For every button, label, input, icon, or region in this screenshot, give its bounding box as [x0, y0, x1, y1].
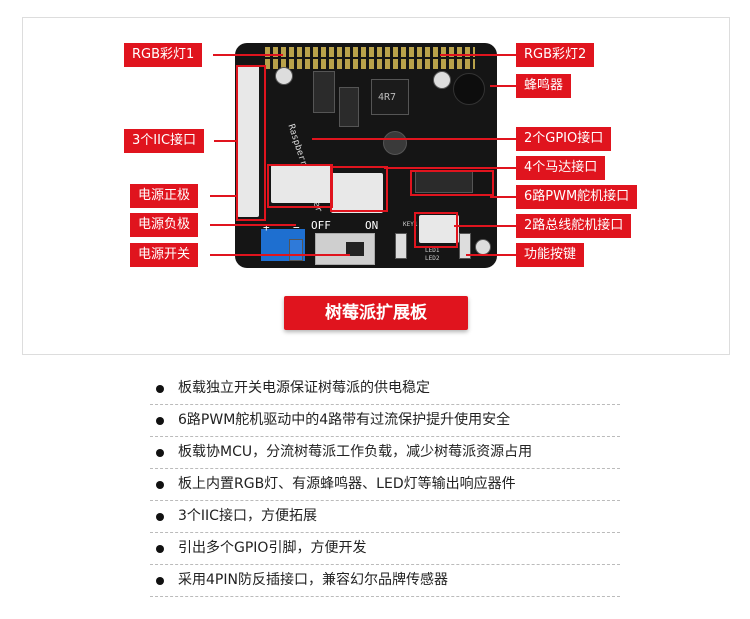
- callout-function-key: 功能按键: [516, 243, 585, 267]
- feature-list: 板载独立开关电源保证树莓派的供电稳定 6路PWM舵机驱动中的4路带有过流保护提升…: [150, 373, 620, 597]
- iic-highlight: [236, 65, 266, 221]
- header-block: [313, 71, 335, 113]
- feature-item: 板上内置RGB灯、有源蜂鸣器、LED灯等输出响应器件: [150, 469, 620, 501]
- motor-ports: [331, 173, 383, 213]
- key1-button: [395, 233, 407, 259]
- callout-pwm-servo: 6路PWM舵机接口: [516, 185, 638, 209]
- feature-text: 板载独立开关电源保证树莓派的供电稳定: [178, 380, 430, 396]
- key1-label: KEY1: [403, 221, 418, 228]
- leader-line-power-pos: [210, 195, 236, 197]
- feature-item: 引出多个GPIO引脚，方便开发: [150, 533, 620, 565]
- bullet-icon: [156, 385, 164, 393]
- bus-servo-ports: [419, 215, 459, 243]
- inductor-label: 4R7: [378, 92, 397, 103]
- callout-rgb2: RGB彩灯2: [516, 43, 595, 67]
- rgb-led-2: [433, 71, 451, 89]
- feature-item: 板载协MCU，分流树莓派工作负载，减少树莓派资源占用: [150, 437, 620, 469]
- plus-mark: +: [263, 221, 270, 234]
- leader-line-iic: [214, 140, 236, 142]
- on-label: ON: [365, 219, 379, 232]
- gpio-header: [265, 47, 475, 57]
- feature-text: 采用4PIN防反插接口，兼容幻尔品牌传感器: [178, 572, 448, 588]
- callout-power-positive: 电源正极: [130, 184, 199, 208]
- leader-line-gpio: [312, 138, 516, 140]
- led1-label: LED1: [425, 247, 440, 254]
- leader-line-bus-servo: [454, 225, 516, 227]
- feature-item: 3个IIC接口，方便拓展: [150, 501, 620, 533]
- rgb-led-1: [275, 67, 293, 85]
- mcu-chip: [339, 87, 359, 127]
- leader-line-buzzer: [490, 85, 516, 87]
- callout-motor: 4个马达接口: [516, 156, 606, 180]
- minus-mark: −: [293, 221, 300, 234]
- inductor: 4R7: [371, 79, 409, 115]
- buzzer: [453, 73, 485, 105]
- callout-power-switch: 电源开关: [130, 243, 199, 267]
- callout-power-negative: 电源负极: [130, 213, 199, 237]
- leader-line-rgb1: [213, 54, 283, 56]
- power-switch: [315, 233, 375, 265]
- pcb-board: 4R7 Raspberry Adapter + − OFF ON LED1 LE…: [235, 43, 497, 268]
- callout-rgb1: RGB彩灯1: [124, 43, 203, 67]
- iic-ports-highlight: [267, 164, 333, 208]
- feature-text: 6路PWM舵机驱动中的4路带有过流保护提升使用安全: [178, 412, 511, 428]
- feature-text: 引出多个GPIO引脚，方便开发: [178, 540, 367, 556]
- feature-item: 6路PWM舵机驱动中的4路带有过流保护提升使用安全: [150, 405, 620, 437]
- leader-line-rgb2: [440, 54, 516, 56]
- callout-bus-servo: 2路总线舵机接口: [516, 214, 632, 238]
- led2-label: LED2: [425, 255, 440, 262]
- pwm-highlight: [410, 170, 494, 196]
- board-title-badge: 树莓派扩展板: [284, 296, 468, 330]
- motor-highlight: [330, 166, 388, 212]
- capacitor: [383, 131, 407, 155]
- feature-item: 板载独立开关电源保证树莓派的供电稳定: [150, 373, 620, 405]
- bullet-icon: [156, 417, 164, 425]
- gpio-header-row2: [265, 59, 475, 69]
- feature-text: 3个IIC接口，方便拓展: [178, 508, 317, 524]
- bullet-icon: [156, 481, 164, 489]
- bus-servo-highlight: [414, 212, 458, 248]
- bullet-icon: [156, 513, 164, 521]
- feature-item: 采用4PIN防反插接口，兼容幻尔品牌传感器: [150, 565, 620, 597]
- electrolytic-cap: [289, 239, 303, 261]
- iic-connector-strip: [237, 65, 259, 217]
- mount-hole: [475, 239, 491, 255]
- bullet-icon: [156, 449, 164, 457]
- callout-gpio: 2个GPIO接口: [516, 127, 612, 151]
- leader-line-power-neg: [210, 224, 296, 226]
- leader-line-power-switch: [210, 254, 350, 256]
- bullet-icon: [156, 545, 164, 553]
- iic-ports: [271, 165, 333, 203]
- off-label: OFF: [311, 219, 331, 232]
- callout-buzzer: 蜂鸣器: [516, 74, 572, 98]
- leader-line-pwm: [490, 196, 516, 198]
- callout-iic: 3个IIC接口: [124, 129, 205, 153]
- feature-text: 板上内置RGB灯、有源蜂鸣器、LED灯等输出响应器件: [178, 476, 516, 492]
- leader-line-func-key: [466, 254, 516, 256]
- bullet-icon: [156, 577, 164, 585]
- feature-text: 板载协MCU，分流树莓派工作负载，减少树莓派资源占用: [178, 444, 533, 460]
- function-button: [459, 233, 471, 259]
- leader-line-motor: [384, 167, 516, 169]
